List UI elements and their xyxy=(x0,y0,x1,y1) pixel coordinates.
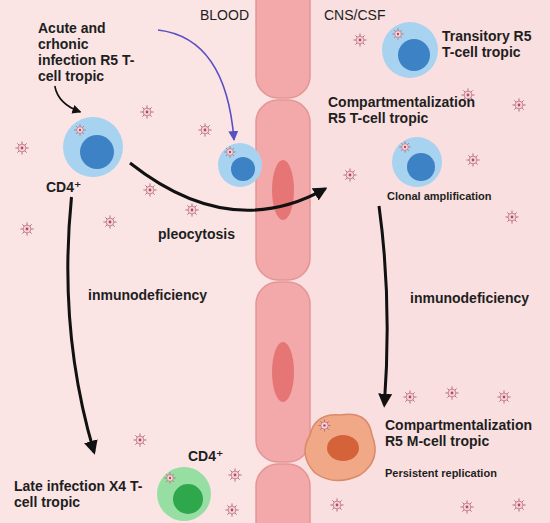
virus xyxy=(497,390,510,403)
compartment-t-cell: Compartmentalization R5 T-cell tropicClo… xyxy=(325,92,505,206)
cell-body xyxy=(157,467,211,521)
macrophage: Compartmentalization R5 M-cell tropicPer… xyxy=(290,405,545,490)
process-arrow xyxy=(379,206,387,405)
virus xyxy=(512,498,525,511)
virus xyxy=(330,498,343,511)
cell-label: Late infection X4 T-cell tropic xyxy=(14,478,154,510)
process-arrow xyxy=(55,86,81,112)
cell-label: CD4⁺ xyxy=(46,179,81,195)
virus xyxy=(505,210,518,223)
virus xyxy=(20,222,33,235)
cd4-t-cell: CD4⁺ xyxy=(40,112,130,197)
cell-note: CD4⁺ xyxy=(188,448,223,464)
compartment-title: CNS/CSF xyxy=(324,7,385,23)
process-arrow xyxy=(68,197,94,452)
virus xyxy=(353,33,366,46)
compartment-title: BLOOD xyxy=(200,7,249,23)
virus xyxy=(512,98,525,111)
cell-label: Transitory R5 T-cell tropic xyxy=(442,28,546,60)
cell-nucleus xyxy=(327,435,359,461)
virus xyxy=(445,386,458,399)
transitory-t-cell: Transitory R5 T-cell tropic xyxy=(378,18,548,84)
arrow-label: inmunodeficiency xyxy=(88,287,207,303)
cell-label: Acute and crhonic infection R5 T-cell tr… xyxy=(38,20,150,84)
endothelial-cell xyxy=(256,100,310,280)
endothelial-nucleus xyxy=(272,342,294,402)
cell-nucleus xyxy=(231,157,255,181)
cell-nucleus xyxy=(80,135,114,169)
virus xyxy=(225,503,238,516)
virus xyxy=(198,123,211,136)
virus xyxy=(103,215,116,228)
virus xyxy=(224,146,235,157)
cell-body xyxy=(63,117,123,177)
x4-t-cell: Late infection X4 T-cell tropicCD4⁺ xyxy=(12,452,217,520)
virus xyxy=(140,105,153,118)
virus xyxy=(392,28,403,39)
endothelial-nucleus xyxy=(272,160,294,220)
virus xyxy=(15,141,28,154)
cell-note: Clonal amplification xyxy=(387,190,492,203)
virus xyxy=(460,500,473,513)
endothelial-barrier xyxy=(256,0,310,523)
virus xyxy=(318,419,330,431)
virus xyxy=(133,433,146,446)
cell-body xyxy=(305,414,375,480)
arrow-label: inmunodeficiency xyxy=(410,290,529,306)
cell-body xyxy=(392,137,442,187)
infection-note: Acute and crhonic infection R5 T-cell tr… xyxy=(38,20,150,86)
blood-side xyxy=(0,0,270,523)
endothelial-cell xyxy=(256,282,310,462)
cns-side xyxy=(270,0,550,523)
endothelial-cell xyxy=(256,0,310,98)
cell-label: Compartmentalization R5 T-cell tropic xyxy=(328,94,496,126)
virus xyxy=(228,468,241,481)
cell-nucleus xyxy=(407,153,435,181)
virus xyxy=(164,472,175,483)
virus xyxy=(343,168,356,181)
arrow-label: pleocytosis xyxy=(158,226,235,242)
endothelial-cell xyxy=(256,464,310,523)
virus xyxy=(74,124,85,135)
infected-t-cell xyxy=(218,143,262,187)
cell-nucleus xyxy=(398,39,430,71)
virus xyxy=(466,153,479,166)
cell-label: Compartmentalization R5 M-cell tropic xyxy=(385,417,545,449)
cell-nucleus xyxy=(173,484,203,514)
cell-body xyxy=(382,22,438,78)
cell-note: Persistent replication xyxy=(385,467,497,480)
virus xyxy=(143,183,156,196)
cell-body xyxy=(218,143,262,187)
virus xyxy=(399,141,410,152)
virus xyxy=(185,203,198,216)
virus xyxy=(403,390,416,403)
process-arrow xyxy=(130,163,325,210)
infection-arrow xyxy=(158,30,234,140)
